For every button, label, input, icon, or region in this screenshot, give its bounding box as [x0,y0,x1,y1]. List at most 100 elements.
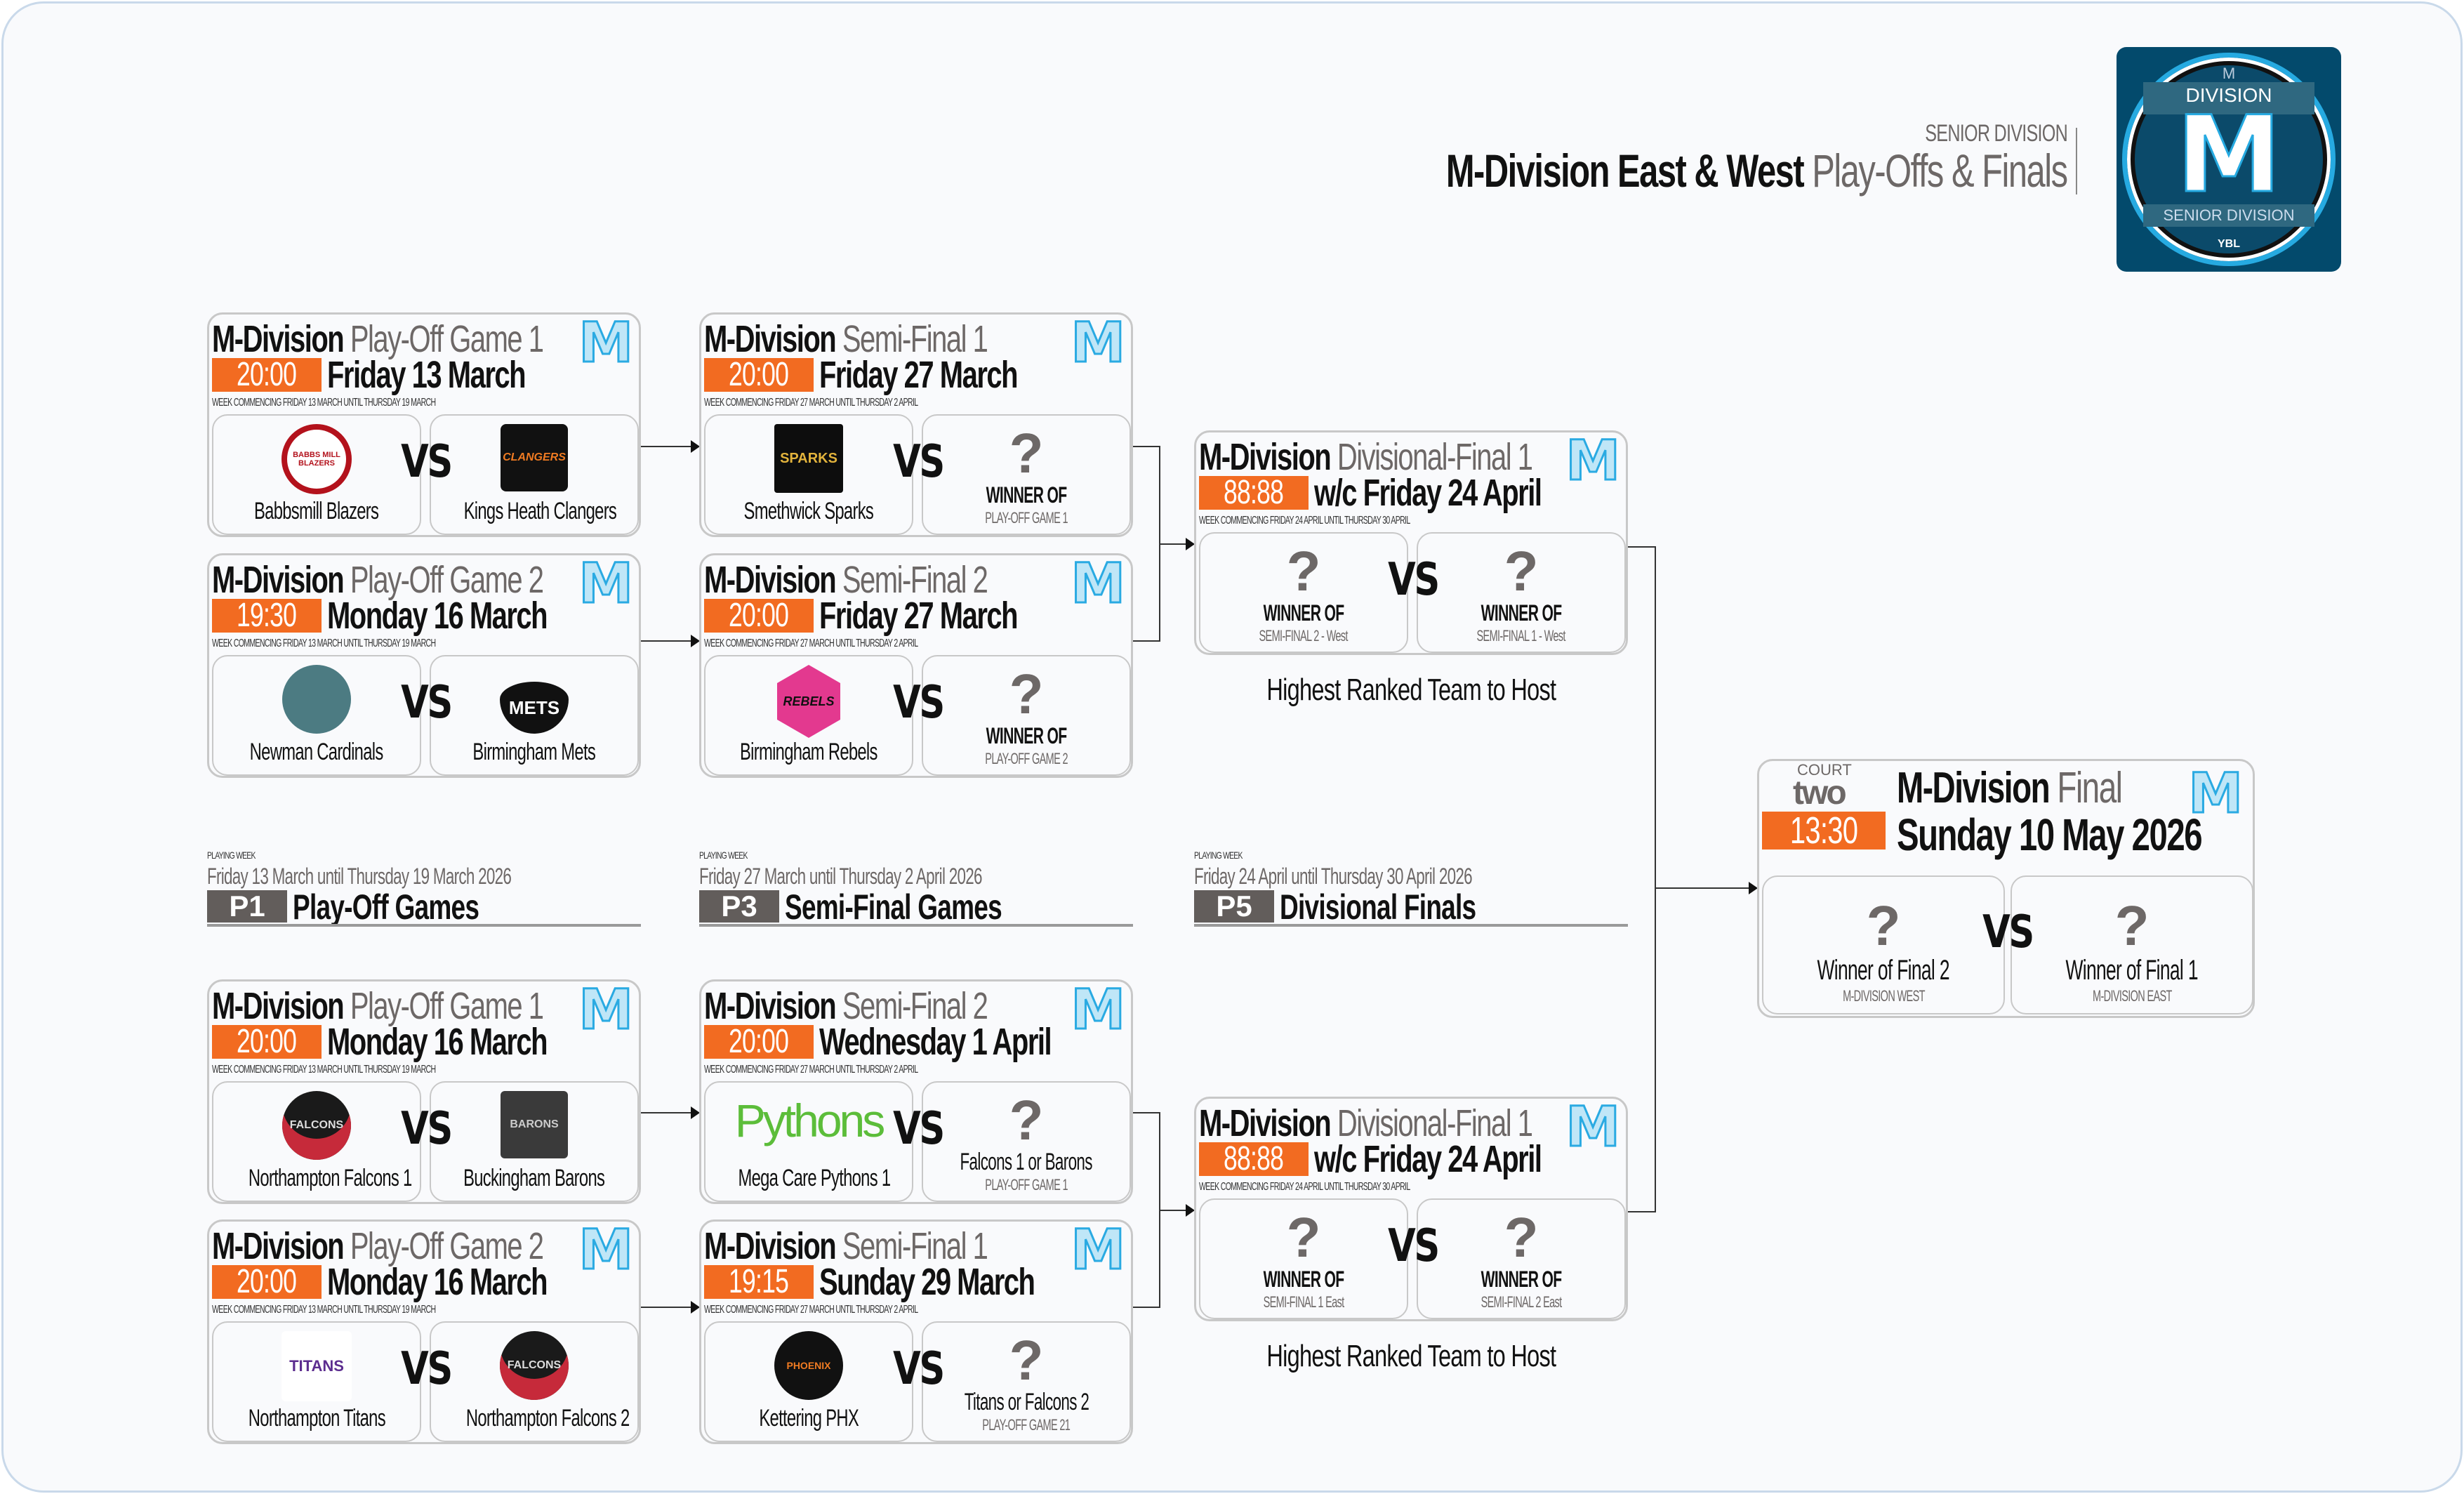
match-time-text: 20:00 [729,597,789,634]
placeholder-source-text: SEMI-FINAL 1 East [1263,1293,1345,1311]
court-label: COURT [1797,761,1852,779]
match-date-text: Monday 16 March [327,1261,548,1303]
match-time: 20:00 [704,358,814,392]
placeholder-source: PLAY-OFF GAME 21 [923,1417,1130,1434]
header-kicker: SENIOR DIVISION [1228,120,2068,147]
match-title: M-Division Semi-Final 2 [704,986,1087,1026]
match-date-text: Monday 16 March [327,595,548,637]
match-date: Monday 16 March [327,1022,624,1062]
phase-label-text: Divisional Finals [1280,887,1476,927]
week-commencing-text: WEEK COMMENCING FRIDAY 24 APRIL UNTIL TH… [1199,1181,1410,1193]
team-box[interactable]: Newman Cardinals [212,655,421,776]
match-date-text: Sunday 29 March [819,1261,1035,1303]
match-round: Semi-Final 1 [842,1225,988,1267]
match-date: Monday 16 March [327,596,624,635]
host-note-text: Highest Ranked Team to Host [1266,1339,1556,1373]
placeholder-source-text: M-DIVISION WEST [1842,987,1925,1005]
playing-week-kicker: PLAYING WEEK [1194,850,1259,861]
vs-label: VS [893,677,945,729]
final-division: M-Division [1897,764,2051,812]
placeholder-source: PLAY-OFF GAME 2 [923,751,1130,767]
host-note: Highest Ranked Team to Host [1194,673,1628,708]
week-commencing-text: WEEK COMMENCING FRIDAY 27 MARCH UNTIL TH… [704,1304,918,1316]
placeholder-source-text: SEMI-FINAL 2 - West [1259,627,1349,644]
placeholder-team-box[interactable]: ?Titans or Falcons 2 PLAY-OFF GAME 21 [922,1321,1131,1442]
question-mark-icon: ? [1009,1329,1044,1391]
header-divider [2076,128,2077,194]
match-division: M-Division [704,559,837,601]
phase-label: Divisional Finals [1280,887,1545,927]
match-division: M-Division [704,1225,837,1267]
match-title-text: M-Division Divisional-Final 1 [1199,1103,1533,1144]
match-date: w/c Friday 24 April [1314,473,1621,513]
placeholder-source: SEMI-FINAL 2 - West [1200,628,1407,644]
placeholder-source-text: M-DIVISION EAST [2092,987,2172,1005]
header-kicker-text: SENIOR DIVISION [1925,120,2068,147]
question-mark-icon: ? [1504,1206,1539,1269]
match-title-text: M-Division Semi-Final 2 [704,985,988,1027]
badge-division: DIVISION [2185,84,2272,106]
team-logo: FALCONS [500,1331,569,1400]
arrow-icon [691,635,700,647]
page-title: M-Division East & West Play-Offs & Final… [1228,145,2068,197]
week-commencing: WEEK COMMENCING FRIDAY 13 MARCH UNTIL TH… [212,397,551,409]
team-name: Birmingham Mets [431,739,637,765]
match-title-text: M-Division Semi-Final 1 [704,319,988,359]
match-title-text: M-Division Play-Off Game 1 [212,319,544,359]
placeholder-label: WINNER OF [923,724,1130,748]
placeholder-label: Titans or Falcons 2 [923,1390,1130,1414]
team-name-text: Kings Heath Clangers [463,498,617,524]
connector-line [1133,446,1190,642]
placeholder-source-text: PLAY-OFF GAME 1 [985,509,1068,527]
placeholder-source-text: PLAY-OFF GAME 2 [985,750,1068,767]
title-bold: M-Division East & West [1446,145,1805,197]
week-commencing: WEEK COMMENCING FRIDAY 27 MARCH UNTIL TH… [704,638,1028,649]
match-title-text: M-Division Divisional-Final 1 [1199,437,1533,477]
match-title: M-Division Play-Off Game 1 [212,319,659,359]
placeholder-label-text: WINNER OF [1481,600,1563,626]
phase-label: Play-Off Games [293,887,544,927]
match-date-text: w/c Friday 24 April [1314,472,1542,514]
badge-senior-division: SENIOR DIVISION [2163,206,2295,224]
final-time: 13:30 [1762,812,1886,850]
match-round: Play-Off Game 1 [350,985,544,1027]
match-time: 20:00 [212,1025,322,1059]
team-logo: FALCONS [282,1091,351,1160]
match-title: M-Division Divisional-Final 1 [1199,1103,1649,1144]
placeholder-label-text: Falcons 1 or Barons [960,1149,1093,1175]
placeholder-label: Winner of Final 2 [1763,956,2003,985]
m-division-mark-icon: M [2187,762,2244,826]
placeholder-source-text: SEMI-FINAL 1 - West [1476,627,1566,644]
team-box[interactable]: FALCONS Northampton Falcons 2 [430,1321,639,1442]
team-name: Northampton Falcons 2 [431,1406,637,1431]
match-time: 19:15 [704,1265,814,1299]
match-division: M-Division [704,985,837,1027]
connector-line [1133,1112,1190,1308]
phase-label: Semi-Final Games [785,887,1078,927]
